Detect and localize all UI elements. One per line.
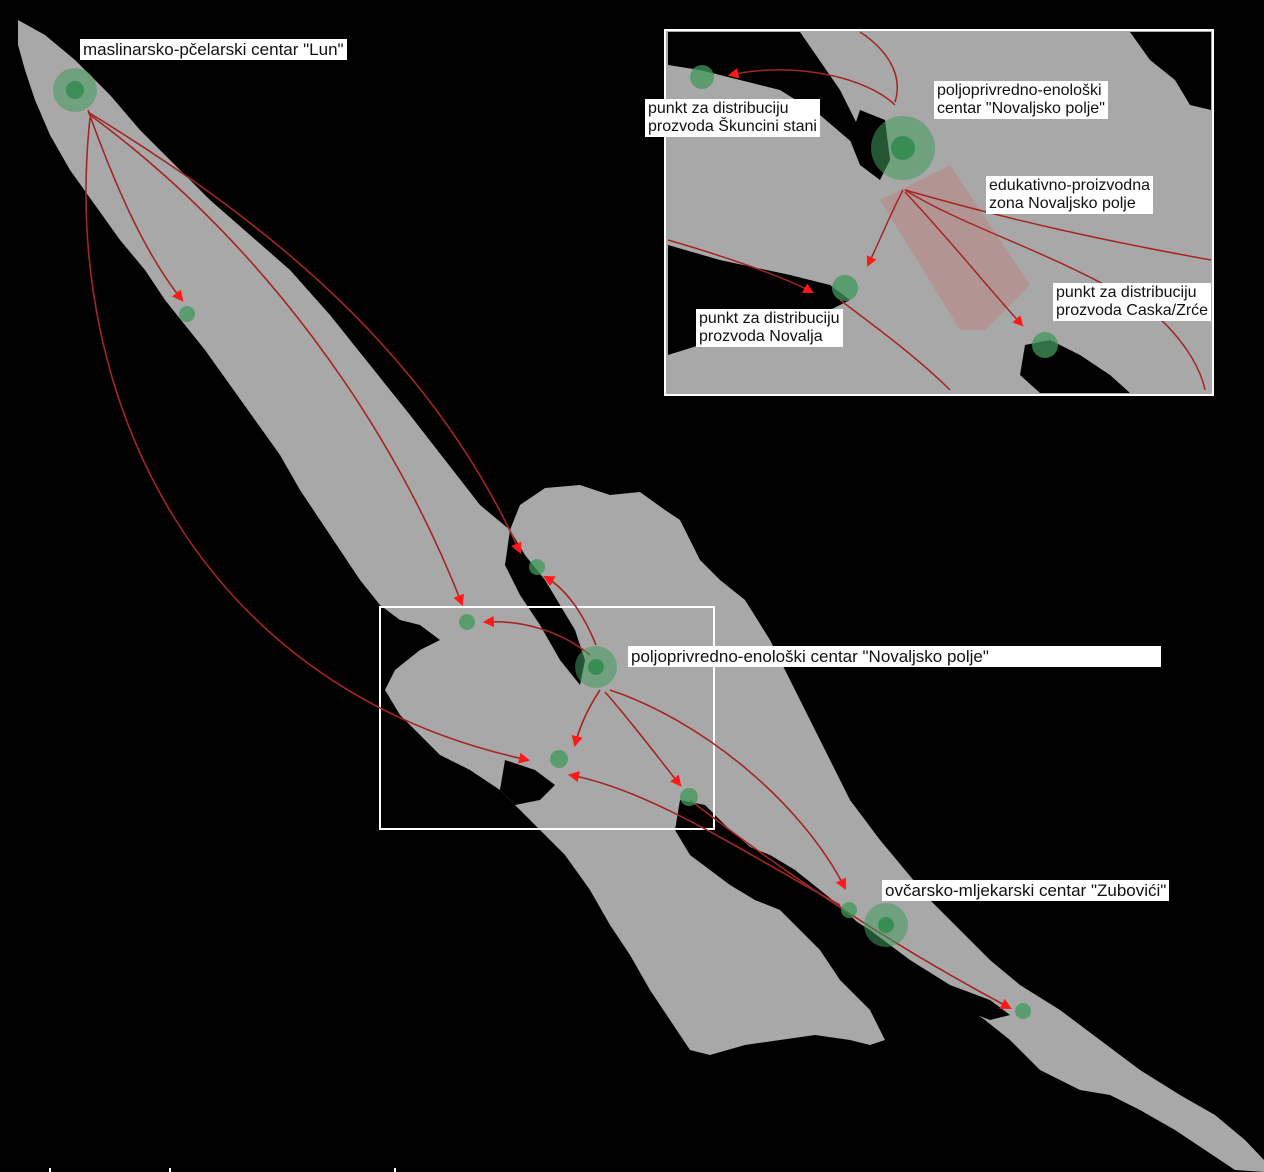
label-novalja-center: poljoprivredno-enološki centar "Novaljsk… xyxy=(628,646,1161,667)
route-novalja-e xyxy=(609,689,847,890)
route-novalja-b xyxy=(482,615,591,656)
node-lun xyxy=(53,68,97,112)
route-zubovici-a xyxy=(567,771,841,906)
node-small-5 xyxy=(1015,1003,1031,1019)
route-lun-d xyxy=(85,117,531,764)
node-novalja xyxy=(550,750,568,768)
inset-sea-top xyxy=(668,32,860,145)
route-novalja-c xyxy=(571,689,601,748)
route-lines xyxy=(85,109,1012,1010)
node-small-2 xyxy=(529,559,545,575)
inset-label-caska: punkt za distribuciju prozvoda Caska/Zrć… xyxy=(1053,283,1212,321)
inset-label-center: poljoprivredno-enološki centar "Novaljsk… xyxy=(934,81,1108,119)
inset-label-zone: edukativno-proizvodna zona Novaljsko pol… xyxy=(986,176,1153,214)
bay-lower xyxy=(675,800,1010,1020)
inset-label-skuncini: punkt za distribuciju prozvoda Škuncini … xyxy=(645,99,820,137)
label-lun: maslinarsko-pčelarski centar "Lun" xyxy=(80,39,347,60)
inset-sea-top-right xyxy=(1130,32,1211,110)
node-small-3 xyxy=(459,614,475,630)
node-caska xyxy=(680,788,698,806)
route-lun-b xyxy=(87,111,522,555)
bay-novalja xyxy=(500,760,555,805)
island-landmass xyxy=(18,20,1264,1172)
route-novalja-a xyxy=(543,575,597,646)
label-zubovici: ovčarsko-mljekarski centar "Zubovići" xyxy=(882,880,1170,901)
node-zubovici xyxy=(864,903,908,947)
node-novalja-center xyxy=(575,646,617,688)
scale-bar xyxy=(49,1168,396,1172)
nodes xyxy=(53,68,1031,1019)
inset-label-novalja: punkt za distribuciju prozvoda Novalja xyxy=(696,309,843,347)
node-small-4 xyxy=(841,902,857,918)
inset-frame xyxy=(379,606,715,830)
route-lun-a xyxy=(87,109,184,302)
route-lun-c xyxy=(89,114,464,607)
route-novalja-d xyxy=(604,691,682,787)
node-small-1 xyxy=(179,306,195,322)
